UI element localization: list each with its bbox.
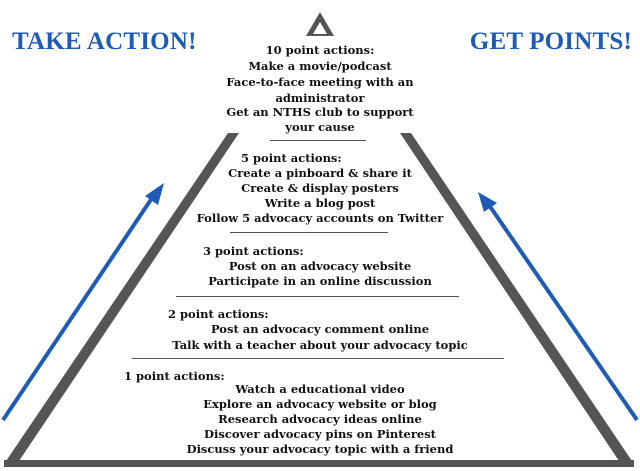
tier-10-item: Get an NTHS club to support <box>226 105 414 119</box>
tier-2-item: Post an advocacy comment online <box>210 322 430 336</box>
tier-10-item: administrator <box>275 91 365 105</box>
right-arrow-head <box>478 192 497 212</box>
tier-1-item: Explore an advocacy website or blog <box>203 397 437 411</box>
tier-10-title: 10 point actions: <box>265 43 375 57</box>
tier-5-item: Create & display posters <box>241 181 399 195</box>
left-arrow-head <box>145 183 164 205</box>
tier-1-title: 1 point actions: <box>124 369 225 383</box>
pyramid-base <box>4 460 634 467</box>
tier-3-title: 3 point actions: <box>203 244 304 258</box>
left-arrow-shaft <box>1 196 154 422</box>
tier-10-item: your cause <box>285 120 355 134</box>
tier-divider <box>270 140 366 141</box>
tier-10-item: Make a movie/podcast <box>248 59 392 73</box>
tier-3-item: Participate in an online discussion <box>208 274 432 288</box>
tier-5-item: Create a pinboard & share it <box>228 166 412 180</box>
tier-1-item: Discover advocacy pins on Pinterest <box>204 427 436 441</box>
get-points-heading: GET POINTS! <box>469 28 632 55</box>
take-action-heading: TAKE ACTION! <box>12 28 197 55</box>
tier-5-item: Write a blog post <box>264 196 376 210</box>
tier-1-item: Watch a educational video <box>235 382 405 396</box>
tier-3-item: Post on an advocacy website <box>228 259 412 273</box>
pyramid-apex-inner <box>313 22 327 34</box>
tier-10-item: Face-to-face meeting with an <box>226 75 414 89</box>
right-arrow-shaft <box>487 203 639 422</box>
tier-2-title: 2 point actions: <box>168 307 269 321</box>
pyramid-right-side <box>400 133 634 464</box>
tier-5-title: 5 point actions: <box>241 151 342 165</box>
tier-1-item: Discuss your advocacy topic with a frien… <box>186 442 454 456</box>
tier-divider <box>132 358 504 359</box>
tier-2-item: Talk with a teacher about your advocacy … <box>172 338 468 352</box>
tier-5-item: Follow 5 advocacy accounts on Twitter <box>196 211 444 225</box>
tier-divider <box>176 296 459 297</box>
pyramid-left-side <box>4 133 239 464</box>
tier-divider <box>230 232 388 233</box>
tier-1-item: Research advocacy ideas online <box>218 412 422 426</box>
